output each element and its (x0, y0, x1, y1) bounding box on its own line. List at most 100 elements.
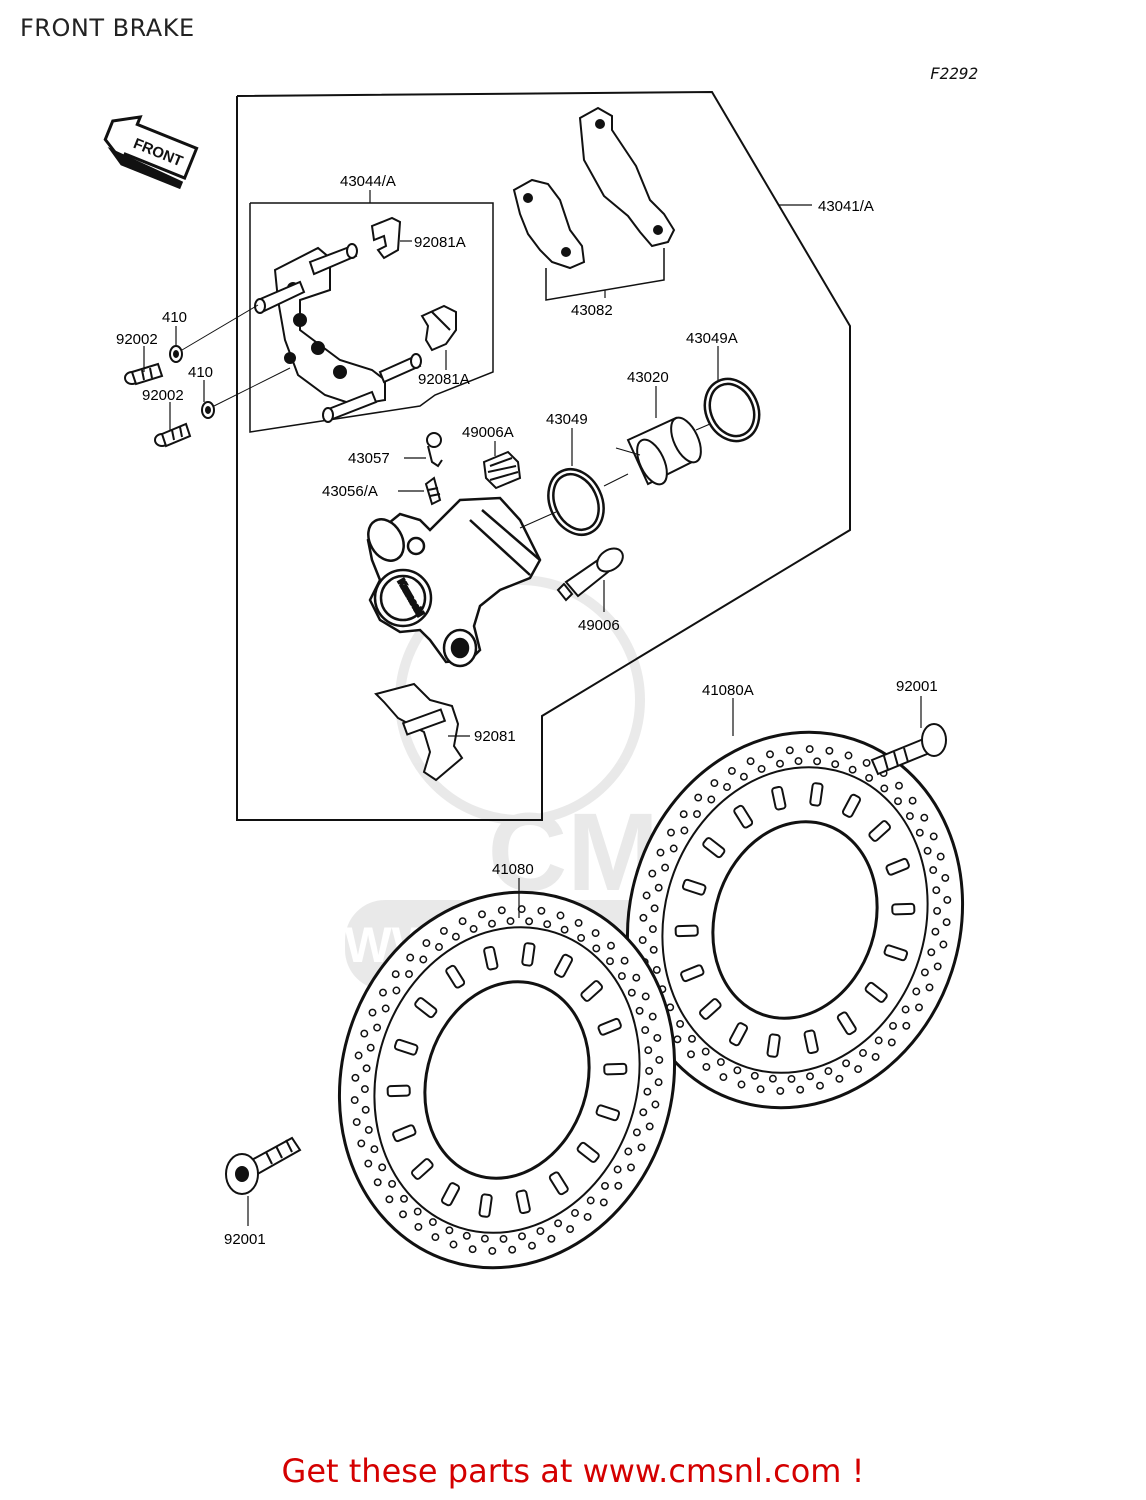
drill-hole (679, 810, 688, 819)
drill-hole (835, 1074, 844, 1083)
drill-hole (927, 948, 936, 957)
vent-slot (483, 945, 499, 971)
drill-hole (929, 832, 938, 841)
drill-hole (880, 784, 889, 793)
drill-hole (641, 1026, 650, 1035)
vent-slot (580, 980, 603, 1002)
drill-hole (637, 1143, 646, 1152)
drill-hole (599, 1198, 608, 1207)
drill-hole (435, 943, 443, 951)
vent-slot (597, 1017, 622, 1036)
assembly-frame (236, 90, 851, 821)
drill-hole (468, 1245, 477, 1254)
drill-hole (373, 1178, 382, 1187)
drill-hole (445, 1226, 454, 1235)
drill-hole (422, 939, 431, 948)
drill-hole (508, 1245, 517, 1254)
drill-hole (497, 906, 506, 915)
leader-lines (143, 190, 922, 1226)
drill-hole (639, 913, 648, 922)
drill-hole (701, 1047, 710, 1056)
drill-hole (591, 929, 600, 938)
drill-hole (746, 757, 755, 766)
label-41080A: 41080A (702, 682, 754, 699)
caliper-bracket (254, 243, 422, 423)
drill-hole (649, 945, 658, 954)
drill-hole (707, 795, 716, 804)
drill-hole (592, 944, 601, 953)
label-92002-upper: 92002 (116, 331, 158, 348)
drill-hole (405, 970, 413, 979)
drill-hole (379, 988, 387, 997)
label-43044A: 43044/A (340, 173, 396, 190)
vent-slot (680, 964, 705, 983)
drill-hole (627, 1163, 635, 1172)
assembly-lines (181, 304, 711, 529)
drill-hole (378, 1163, 387, 1172)
drill-hole (931, 927, 940, 936)
vent-slot (414, 997, 438, 1019)
drill-hole (528, 1241, 536, 1250)
vent-slot (728, 1022, 749, 1047)
drill-hole (673, 1035, 682, 1044)
drill-hole (652, 965, 661, 974)
drill-hole (373, 1023, 382, 1032)
drill-hole (806, 1072, 814, 1081)
page-title: FRONT BRAKE (20, 14, 195, 42)
vent-slot (841, 793, 862, 818)
drill-hole (645, 1122, 654, 1131)
label-43082: 43082 (571, 302, 613, 319)
vent-slot (576, 1141, 600, 1163)
drill-hole (601, 1181, 609, 1190)
drill-hole (406, 953, 415, 962)
drill-hole (871, 1052, 880, 1061)
dust-seal-43049A (703, 377, 761, 443)
label-410-lower: 410 (188, 364, 213, 381)
label-43057: 43057 (348, 450, 390, 467)
drill-hole (920, 813, 929, 822)
drill-hole (366, 1043, 375, 1052)
drill-hole (794, 757, 803, 766)
drill-hole (825, 746, 834, 755)
drill-hole (357, 1139, 366, 1148)
drill-hole (469, 924, 478, 933)
vent-slot (386, 1084, 411, 1098)
drill-hole (480, 1234, 489, 1243)
drill-hole (641, 992, 650, 1001)
drill-hole (651, 1100, 660, 1109)
vent-slot (478, 1193, 493, 1218)
drill-hole (908, 796, 917, 805)
drill-hole (824, 1067, 833, 1076)
disc-bolt-92001-upper (870, 723, 947, 776)
label-410-upper: 410 (162, 309, 187, 326)
drill-hole (912, 987, 921, 996)
drill-hole (727, 766, 736, 775)
drill-hole (388, 1179, 397, 1188)
diagram-code: F2292 (930, 64, 979, 83)
label-43056A: 43056/A (322, 483, 378, 500)
drill-hole (499, 1234, 508, 1243)
drill-hole (687, 1050, 695, 1059)
vent-slot (548, 1171, 569, 1196)
drill-hole (859, 1049, 867, 1057)
vent-slot (733, 804, 754, 829)
vent-slot (393, 1038, 419, 1056)
bleed-cap-43057 (426, 432, 443, 468)
footer-link[interactable]: Get these parts at www.cmsnl.com ! (281, 1452, 865, 1490)
drill-hole (577, 933, 586, 942)
vent-slot (515, 1189, 531, 1215)
drill-hole (350, 1096, 359, 1105)
label-49006: 49006 (578, 617, 620, 634)
drill-hole (560, 925, 569, 934)
caliper-body: Kawasaki (366, 496, 542, 668)
drill-hole (451, 932, 460, 941)
drill-hole (574, 918, 583, 927)
drill-hole (632, 1128, 641, 1137)
drill-hole (894, 797, 902, 806)
label-43041A: 43041/A (818, 198, 874, 215)
drill-hole (933, 906, 942, 915)
label-43049: 43049 (546, 411, 588, 428)
label-92001-upper: 92001 (896, 678, 938, 695)
